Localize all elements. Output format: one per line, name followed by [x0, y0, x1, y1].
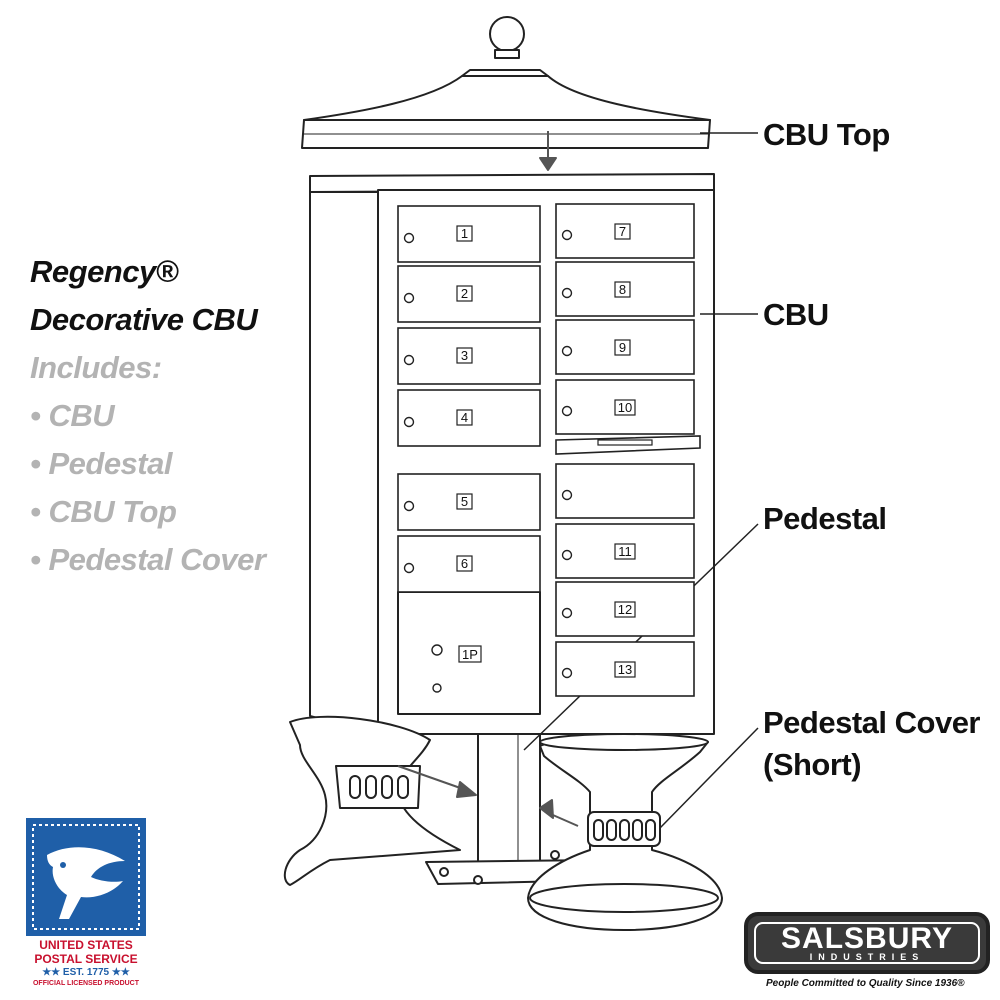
includes-item: • Pedestal Cover	[30, 542, 266, 577]
mail-door-9: 9	[555, 319, 695, 375]
product-title-line1: Regency®	[30, 254, 179, 289]
door-number: 1P	[462, 647, 478, 662]
mail-door-1: 1	[397, 205, 541, 263]
mail-door-7: 7	[555, 203, 695, 259]
callout-pedestal: Pedestal	[763, 501, 887, 536]
cbu-top-illustration	[301, 16, 711, 149]
includes-item: • CBU	[30, 398, 115, 433]
arrow-down-icon	[539, 131, 557, 171]
mail-door-12: 12	[555, 581, 695, 637]
door-number: 7	[619, 224, 626, 239]
includes-item: • CBU Top	[30, 494, 177, 529]
door-number: 3	[461, 348, 468, 363]
outgoing-mail-door	[555, 463, 695, 519]
brand-name: SALSBURY	[781, 922, 953, 955]
product-title-line2: Decorative CBU	[30, 302, 258, 337]
door-number: 11	[618, 544, 632, 559]
door-number: 6	[461, 556, 468, 571]
callout-cbu: CBU	[763, 297, 829, 332]
usps-line4: OFFICIAL LICENSED PRODUCT	[32, 980, 140, 987]
mail-door-10: 10	[555, 379, 695, 435]
door-number: 1	[461, 226, 468, 241]
mail-door-3: 3	[397, 327, 541, 385]
brand-sub: INDUSTRIES	[809, 952, 925, 962]
door-number: 10	[618, 400, 632, 415]
mail-door-6: 6	[397, 535, 541, 593]
mail-door-13: 13	[555, 641, 695, 697]
callout-cbu-top: CBU Top	[763, 117, 890, 152]
usps-line2: POSTAL SERVICE	[34, 952, 138, 966]
door-number: 2	[461, 286, 468, 301]
door-number: 12	[618, 602, 632, 617]
pedestal-cover-left-illustration	[283, 715, 461, 886]
mail-door-2: 2	[397, 265, 541, 323]
mail-door-11: 11	[555, 523, 695, 579]
door-number: 13	[618, 662, 632, 677]
door-number: 5	[461, 494, 468, 509]
callout-pedestal-cover-short: (Short)	[763, 747, 862, 782]
arrow-right-icon	[397, 765, 477, 798]
door-number: 8	[619, 282, 626, 297]
outgoing-mail-slot	[555, 435, 701, 455]
mail-door-8: 8	[555, 261, 695, 317]
includes-label: Includes:	[30, 350, 162, 385]
brand-tagline: People Committed to Quality Since 1936®	[766, 978, 965, 989]
mail-door-4: 4	[397, 389, 541, 447]
arrow-left-icon	[539, 799, 579, 827]
salsbury-logo: SALSBURY INDUSTRIES	[744, 912, 990, 974]
callout-leader-lines	[523, 132, 759, 829]
parcel-locker-1p: 1P	[431, 644, 482, 693]
door-number: 9	[619, 340, 626, 355]
usps-eagle-logo	[26, 818, 146, 936]
door-number: 4	[461, 410, 468, 425]
includes-item: • Pedestal	[30, 446, 172, 481]
pedestal-cover-right-illustration	[527, 733, 723, 931]
usps-licensed-badge: UNITED STATES POSTAL SERVICE ★★ EST. 177…	[26, 818, 146, 990]
usps-line1: UNITED STATES	[39, 938, 133, 952]
usps-line3: ★★ EST. 1775 ★★	[42, 967, 130, 978]
mail-door-5: 5	[397, 473, 541, 531]
callout-pedestal-cover: Pedestal Cover	[763, 705, 981, 740]
